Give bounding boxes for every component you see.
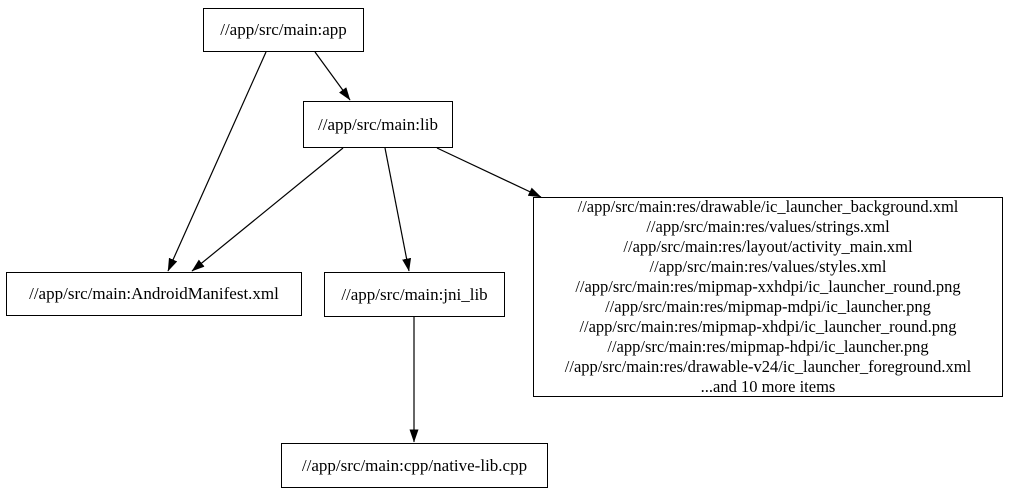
graph-node-android-manifest: //app/src/main:AndroidManifest.xml — [6, 272, 302, 316]
graph-node-app: //app/src/main:app — [203, 8, 364, 52]
resources-more-items: ...and 10 more items — [700, 377, 836, 396]
resources-line: //app/src/main:res/layout/activity_main.… — [623, 237, 913, 256]
resources-line: //app/src/main:res/values/strings.xml — [646, 217, 890, 236]
graph-node-lib: //app/src/main:lib — [303, 101, 453, 148]
graph-node-android-manifest-label: //app/src/main:AndroidManifest.xml — [29, 284, 279, 303]
edge-lib-to-android-manifest — [191, 147, 344, 272]
graph-node-app-label: //app/src/main:app — [220, 20, 347, 39]
graph-node-lib-label: //app/src/main:lib — [318, 114, 438, 134]
resources-line: //app/src/main:res/drawable/ic_launcher_… — [577, 197, 959, 216]
graph-node-resources: //app/src/main:res/drawable/ic_launcher_… — [533, 197, 1003, 397]
resources-line: //app/src/main:res/drawable-v24/ic_launc… — [564, 357, 972, 376]
graph-node-native-lib-label: //app/src/main:cpp/native-lib.cpp — [301, 455, 528, 475]
edge-lib-to-jni-lib — [384, 147, 412, 272]
graph-node-native-lib: //app/src/main:cpp/native-lib.cpp — [281, 443, 548, 488]
resources-line: //app/src/main:res/mipmap-hdpi/ic_launch… — [607, 337, 929, 356]
edge-app-to-android-manifest — [167, 51, 267, 272]
resources-line: //app/src/main:res/mipmap-xhdpi/ic_launc… — [579, 317, 957, 336]
resources-line: //app/src/main:res/mipmap-xxhdpi/ic_laun… — [575, 277, 961, 296]
resources-line: //app/src/main:res/values/styles.xml — [649, 257, 887, 276]
resources-line: //app/src/main:res/mipmap-mdpi/ic_launch… — [605, 297, 931, 316]
edge-app-to-lib — [314, 51, 351, 101]
graph-node-jni-lib-label: //app/src/main:jni_lib — [341, 284, 488, 304]
graph-node-jni-lib: //app/src/main:jni_lib — [324, 272, 505, 317]
edge-lib-to-resources — [436, 147, 542, 198]
